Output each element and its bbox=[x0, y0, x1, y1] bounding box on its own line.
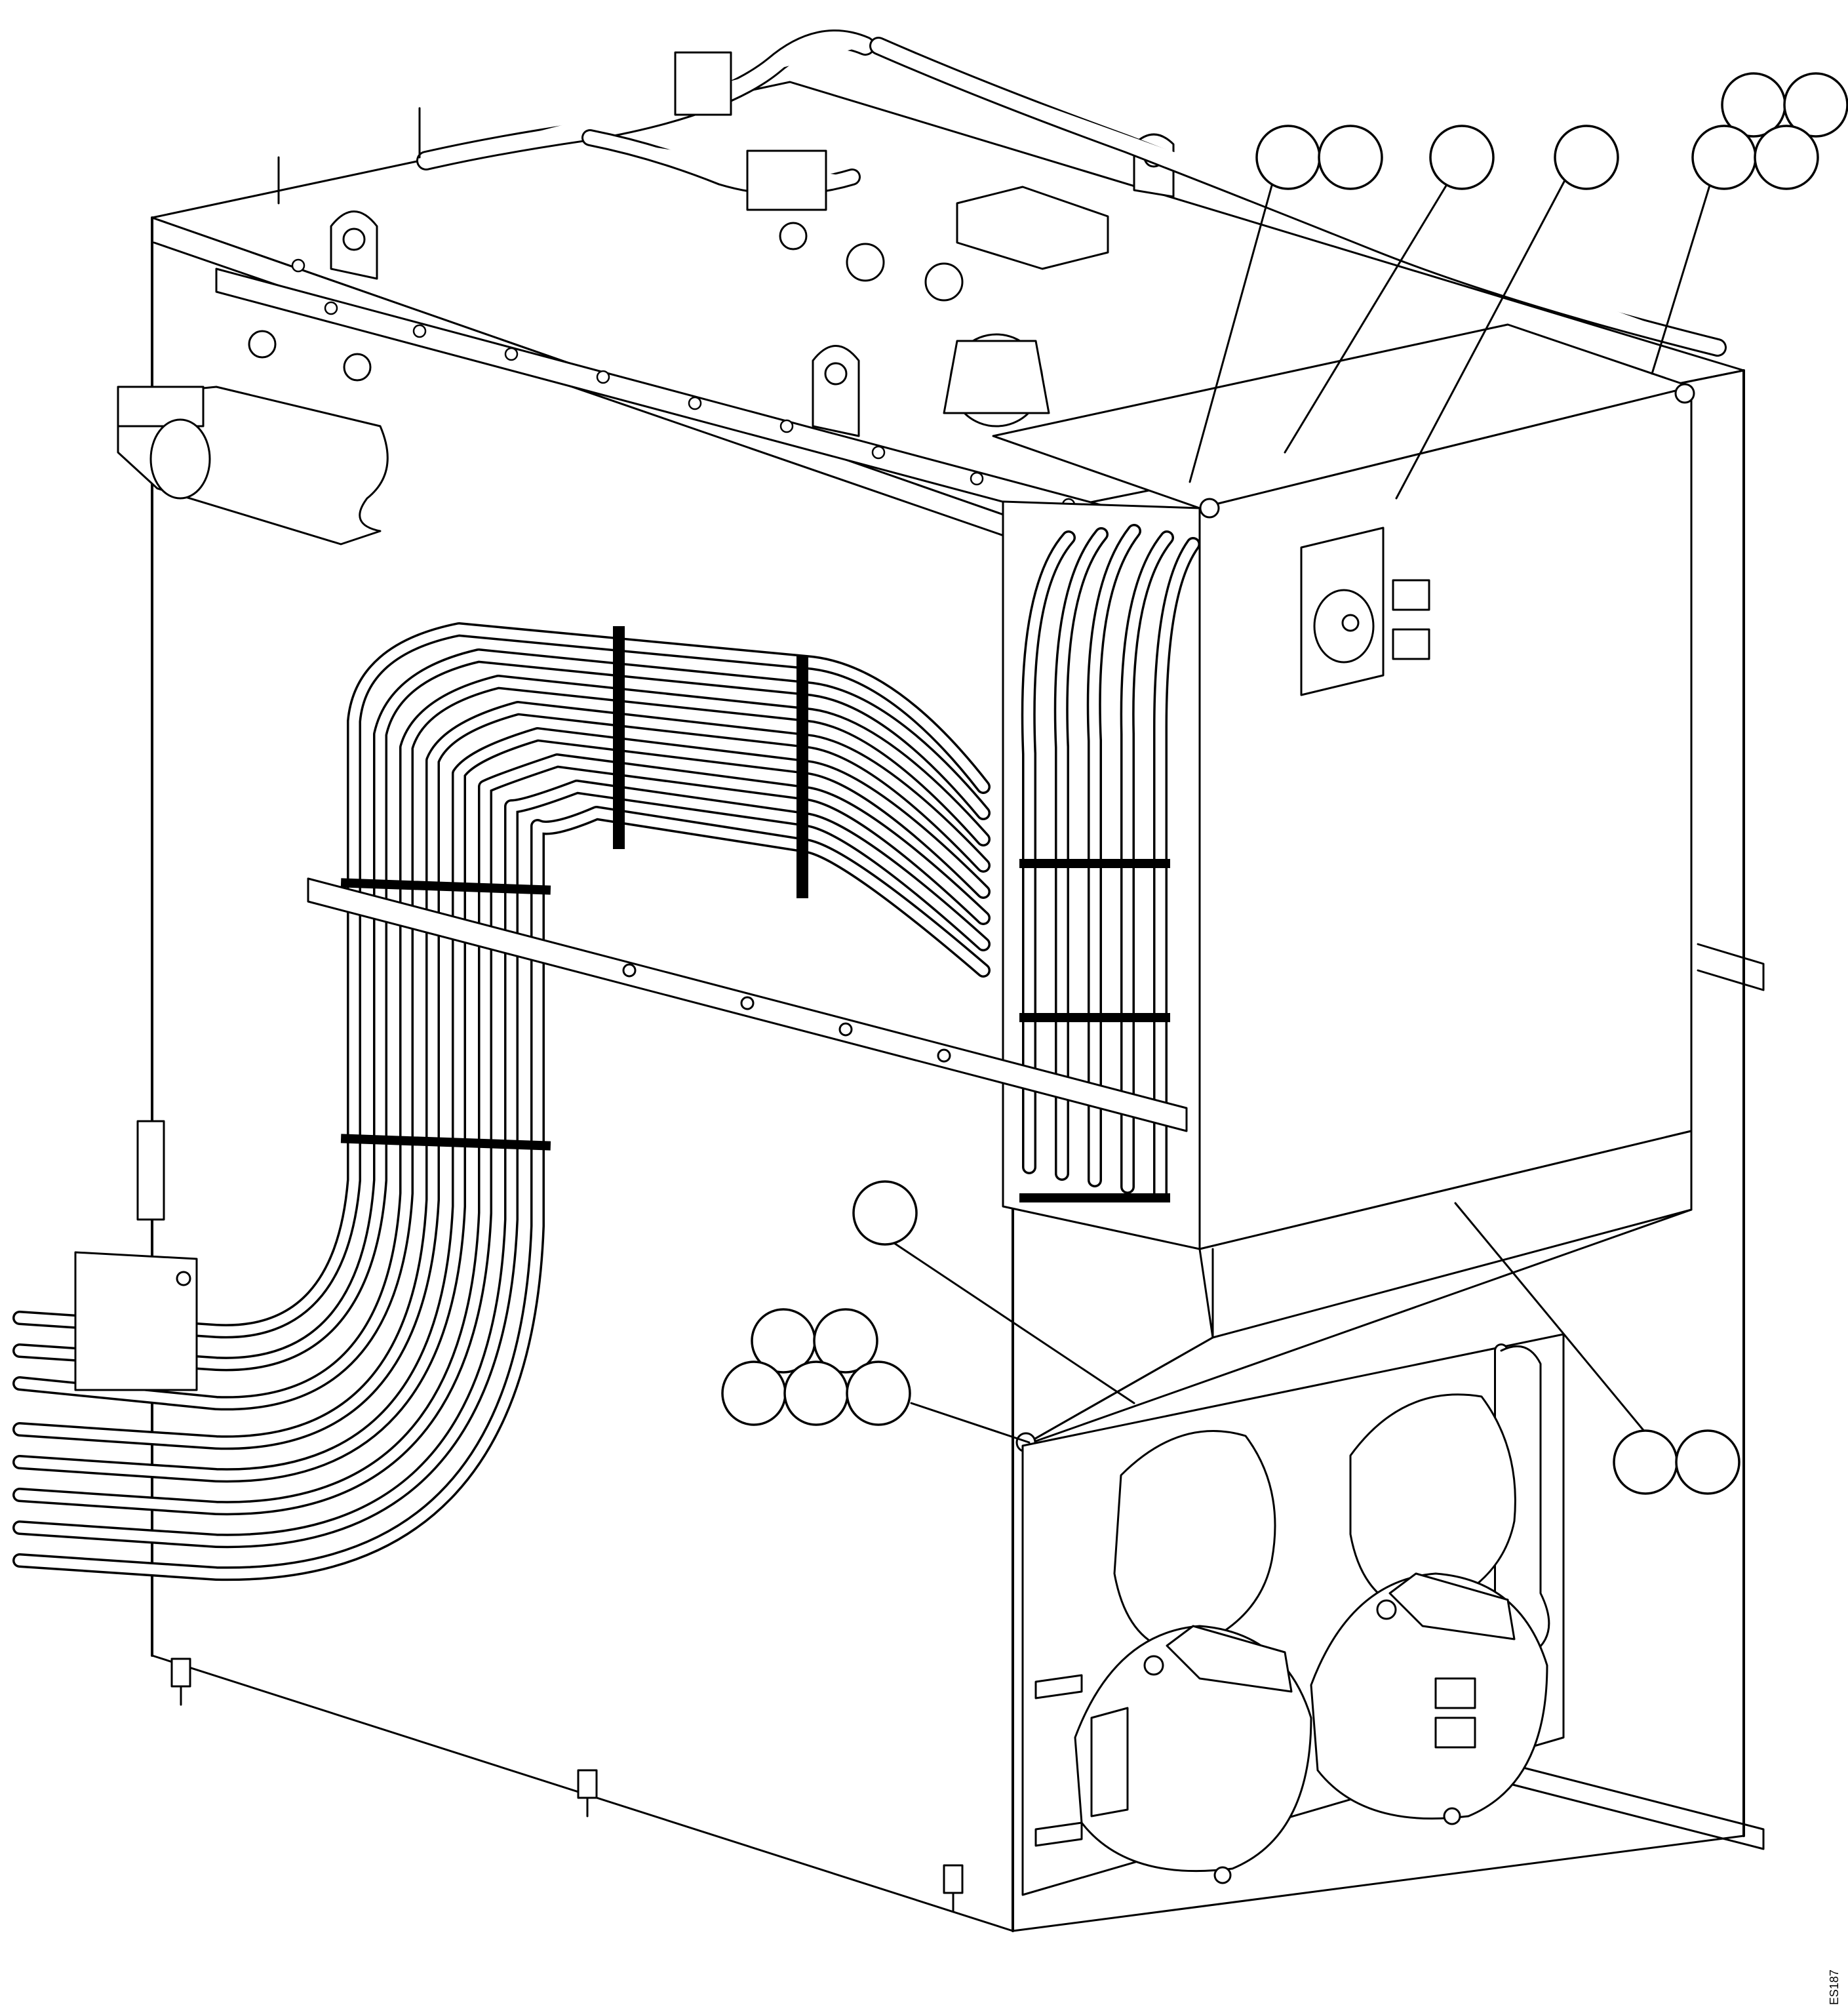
callout-group-middle bbox=[852, 1180, 918, 1246]
callout-c12 bbox=[721, 1360, 787, 1426]
callout-group-top-far-right bbox=[1691, 72, 1848, 190]
cable-exit-plate bbox=[74, 1120, 198, 1391]
callout-c3 bbox=[1429, 125, 1495, 190]
callout-c8 bbox=[1754, 125, 1819, 190]
cabinet-feet bbox=[170, 1658, 964, 1913]
lower-rail bbox=[307, 877, 1188, 1132]
left-bracket bbox=[117, 386, 389, 546]
callout-c13 bbox=[783, 1360, 849, 1426]
callout-group-lower-left bbox=[721, 1308, 911, 1426]
junction-box bbox=[992, 323, 1695, 1453]
callout-c14 bbox=[846, 1360, 911, 1426]
callouts bbox=[721, 72, 1848, 1495]
callout-group-lower-right bbox=[1613, 1429, 1740, 1495]
callout-group-top-left bbox=[1255, 125, 1383, 190]
figure-code: ES187 bbox=[1828, 1970, 1841, 2005]
callout-c7 bbox=[1691, 125, 1757, 190]
top-piping bbox=[248, 30, 1727, 427]
callout-group-top-mid bbox=[1429, 125, 1495, 190]
receptacle-left bbox=[1034, 1430, 1312, 1884]
callout-c11 bbox=[813, 1308, 878, 1374]
callout-c15 bbox=[1613, 1429, 1678, 1495]
callout-c1 bbox=[1255, 125, 1321, 190]
cable-clamps bbox=[340, 626, 1170, 1202]
callout-c9 bbox=[852, 1180, 918, 1246]
callout-c4 bbox=[1554, 125, 1619, 190]
callout-group-top-right bbox=[1554, 125, 1619, 190]
callout-c6 bbox=[1783, 72, 1848, 138]
receptacle-right bbox=[1310, 1393, 1548, 1825]
callout-c16 bbox=[1675, 1429, 1740, 1495]
cable-harness bbox=[12, 524, 1200, 1581]
callout-leaders bbox=[877, 169, 1716, 1444]
callout-c2 bbox=[1318, 125, 1383, 190]
